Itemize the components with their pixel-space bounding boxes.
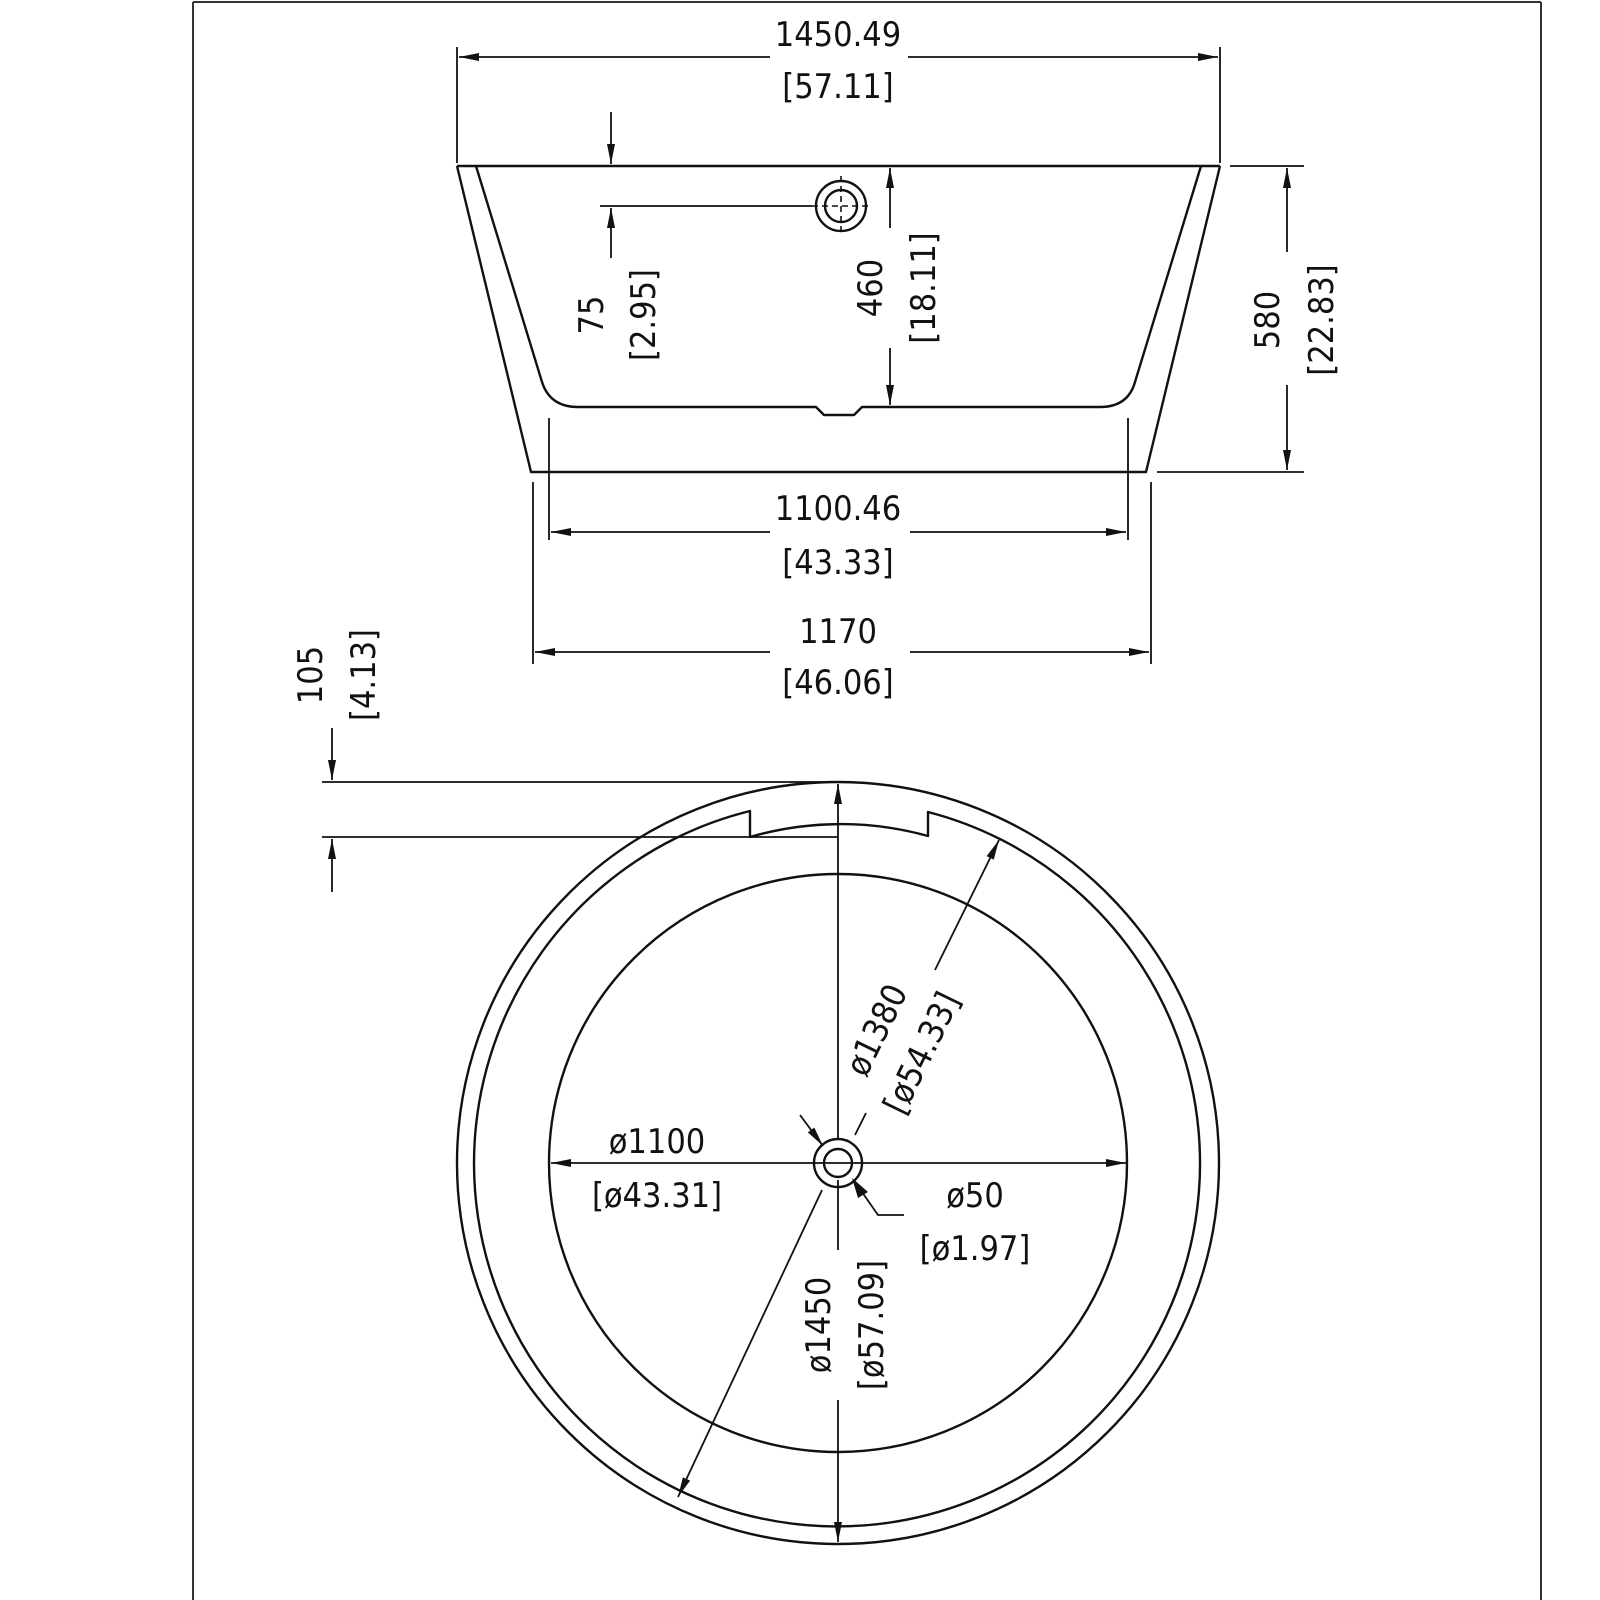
dim-label-mm: 580 <box>1248 291 1288 349</box>
dim-label-in: [18.11] <box>904 232 944 343</box>
dim-label-in: [ø43.31] <box>592 1176 722 1216</box>
drawing-frame <box>192 1 1542 1600</box>
dim-basin-diameter: ø1100 [ø43.31] <box>551 1122 1126 1216</box>
dim-label-in: [43.33] <box>782 543 893 583</box>
dim-overflow-offset: 75 [2.95] <box>572 112 812 361</box>
dim-inner-depth: 460 [18.11] <box>851 168 944 405</box>
dim-notch-depth: 105 [4.13] <box>291 629 838 892</box>
dim-outer-diameter: ø1450 [ø57.09] <box>677 784 892 1542</box>
dim-label-mm: ø1450 <box>799 1277 839 1374</box>
plan-view: 105 [4.13] ø1450 [ø57.09] ø1380 [ø54.33]… <box>291 629 1221 1546</box>
dim-label-mm: 1100.46 <box>775 489 901 529</box>
dim-label-mm: ø1100 <box>609 1122 706 1162</box>
dim-label-mm: ø50 <box>946 1176 1004 1216</box>
dim-label-in: [57.11] <box>782 67 893 107</box>
dim-drain-diameter: ø50 [ø1.97] <box>799 1114 1031 1269</box>
rim-inner-edge-with-notch <box>472 809 1202 1528</box>
dim-label-in: [4.13] <box>344 629 384 721</box>
dim-label-mm: 1170 <box>799 612 877 652</box>
dim-base-width: 1170 [46.06] <box>532 482 1152 703</box>
dim-label-in: [46.06] <box>782 663 893 703</box>
dim-label-mm: 1450.49 <box>775 15 901 55</box>
dim-label-in: [ø1.97] <box>920 1229 1031 1269</box>
dim-label-in: [22.83] <box>1302 264 1342 375</box>
dim-label-mm: 105 <box>291 646 331 704</box>
inner-basin <box>474 165 1203 417</box>
side-view: 1450.49 [57.11] 75 [2.95] 460 [18.11] 58… <box>455 15 1342 703</box>
dim-label-in: [2.95] <box>624 269 664 361</box>
dim-label-in: [ø57.09] <box>852 1260 892 1390</box>
outer-shell <box>455 165 1222 474</box>
dim-label-mm: 75 <box>572 296 612 335</box>
dim-label-mm: 460 <box>851 259 891 317</box>
dim-top-width: 1450.49 [57.11] <box>456 15 1221 163</box>
dim-overall-height: 580 [22.83] <box>1157 165 1342 473</box>
dim-inner-bottom-width: 1100.46 [43.33] <box>548 418 1129 583</box>
overflow-icon <box>812 176 870 236</box>
